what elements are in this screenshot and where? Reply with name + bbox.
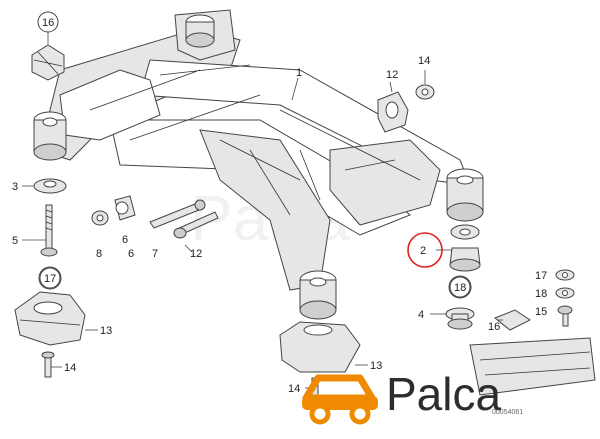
part-labels: 16 1 12 14 3 5 6 8 6 7 12 17 13 14 2 18 … [12, 11, 547, 395]
part-2-rubber-mount [436, 224, 481, 272]
part-label-10: 12 [190, 248, 202, 260]
label-badge-16 [37, 11, 59, 33]
label-badge-18-center [449, 276, 471, 298]
part-10-bolt [173, 211, 219, 253]
subframe-part-1 [39, 9, 471, 291]
part-4-mount [430, 307, 475, 330]
part-label-9: 12 [386, 69, 398, 81]
part-label-13-left: 14 [64, 362, 76, 374]
highlight-circle [407, 232, 443, 268]
part-label-1: 1 [296, 67, 302, 79]
part-9-bushing [377, 81, 409, 133]
part-label-18-right: 18 [535, 288, 547, 300]
part-label-6-b: 6 [128, 248, 134, 260]
part-label-17-right: 17 [535, 270, 547, 282]
part-3-washer [22, 178, 67, 194]
part-label-12-left: 13 [100, 325, 112, 337]
part-label-12-right: 13 [370, 360, 382, 372]
part-label-5: 5 [12, 235, 18, 247]
part-17-washer-right [555, 269, 575, 281]
part-label-3: 3 [12, 181, 18, 193]
part-7-bolt [149, 199, 206, 229]
part-label-15: 16 [488, 321, 500, 333]
part-label-7: 7 [152, 248, 158, 260]
part-6-bushing [114, 195, 136, 221]
part-label-16: 16 [42, 17, 54, 29]
part-12-mount-bracket-right [279, 321, 368, 373]
part-label-17-left: 17 [44, 273, 56, 285]
part-label-18-center: 18 [454, 282, 466, 294]
part-11-cap [415, 70, 435, 100]
part-label-2: 2 [420, 245, 426, 257]
part-8-nut [91, 210, 109, 226]
part-label-14: 15 [535, 306, 547, 318]
rear-lower-component [469, 337, 596, 396]
part-label-6-a: 6 [122, 234, 128, 246]
frame-bushing-left-top [185, 14, 215, 48]
part-15-clip [494, 309, 531, 331]
part-5-bolt [22, 204, 58, 257]
part-13-bolt-left [41, 351, 62, 378]
frame-bushing-right [446, 168, 484, 222]
frame-bushing-bottom [299, 270, 337, 320]
car-icon [302, 374, 378, 425]
part-label-4: 4 [418, 309, 424, 321]
part-16-mount-cap [31, 30, 65, 81]
part-label-8: 8 [96, 248, 102, 260]
part-18-washer-right [555, 287, 575, 299]
palca-logo: Palca [302, 368, 501, 425]
part-label-11: 14 [418, 55, 430, 67]
document-number: 00054061 [492, 409, 523, 416]
label-badge-17-left [39, 267, 61, 289]
logo-text: Palca [386, 368, 501, 420]
part-12-mount-bracket-left [14, 291, 98, 346]
part-label-13-right: 14 [288, 383, 300, 395]
frame-bushing-left-front [33, 111, 67, 161]
part-14-bolt [557, 305, 573, 327]
